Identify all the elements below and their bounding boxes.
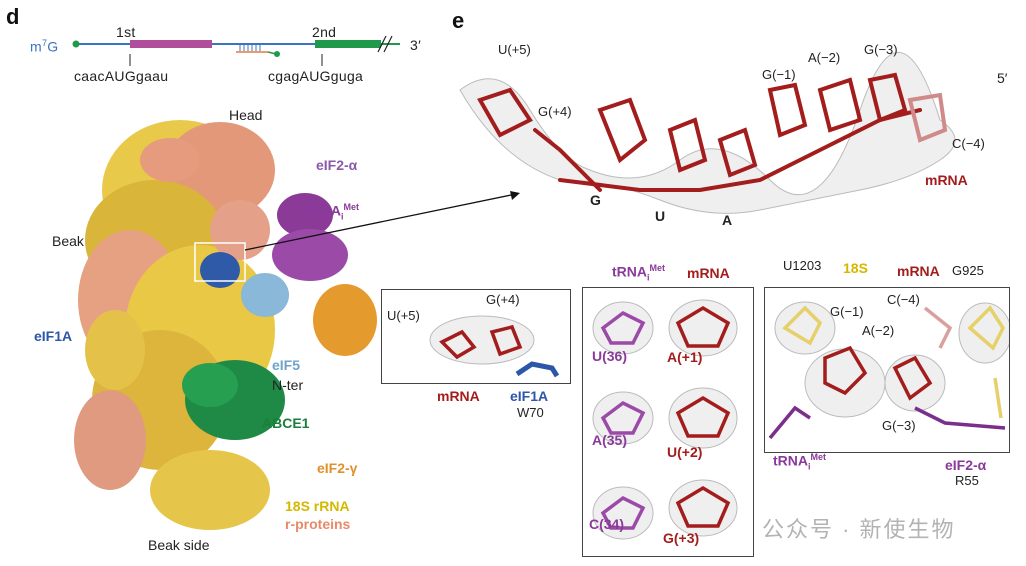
eif1a-detail-box bbox=[381, 289, 571, 384]
box2-up2-label: U(+2) bbox=[667, 444, 703, 460]
box2-a35-label: A(35) bbox=[592, 432, 628, 448]
eif2-alpha-label: eIF2-α bbox=[316, 157, 358, 173]
top-mrna-label: mRNA bbox=[925, 172, 968, 188]
watermark: 公众号 · 新使生物 bbox=[762, 517, 956, 542]
top-a-label: A bbox=[722, 212, 733, 228]
box3-mrna-label: mRNA bbox=[897, 263, 940, 279]
ribosome-structure-image bbox=[74, 120, 377, 530]
box2-mrna-label: mRNA bbox=[687, 265, 730, 281]
cap-dot-icon bbox=[72, 40, 80, 48]
top-g4-label: G(+4) bbox=[538, 104, 572, 119]
second-codon-label: 2nd bbox=[312, 24, 337, 40]
rrna-label: 18S rRNA bbox=[285, 498, 350, 514]
top-cm4-label: C(−4) bbox=[952, 136, 985, 151]
eif1a-density-image bbox=[429, 315, 560, 378]
box3-eif2a-label: eIF2-α bbox=[945, 457, 987, 473]
nter-label: N-ter bbox=[272, 377, 304, 393]
box3-gm3-label: G(−3) bbox=[882, 418, 916, 433]
three-prime-label: 3′ bbox=[410, 37, 422, 53]
trna-label: tRNAiMet bbox=[306, 202, 360, 222]
second-aug-segment bbox=[315, 40, 381, 48]
top-g-label: G bbox=[590, 192, 601, 208]
top-u5-label: U(+5) bbox=[498, 42, 531, 57]
eif5-label: eIF5 bbox=[272, 357, 301, 373]
box3-am2-label: A(−2) bbox=[862, 323, 895, 338]
panel-d-letter: d bbox=[6, 4, 20, 29]
mrna-schematic bbox=[72, 35, 400, 66]
eif1a-label: eIF1A bbox=[34, 328, 73, 344]
codon-anticodon-box bbox=[582, 287, 754, 557]
first-aug-sequence: caacAUGgaau bbox=[74, 68, 169, 84]
kozak-context-box bbox=[764, 287, 1010, 453]
box2-c34-label: C(34) bbox=[589, 516, 625, 532]
second-aug-sequence: cgagAUGguga bbox=[268, 68, 364, 84]
head-label: Head bbox=[229, 107, 263, 123]
box3-gm1-label: G(−1) bbox=[830, 304, 864, 319]
box2-u36-label: U(36) bbox=[592, 348, 628, 364]
first-codon-label: 1st bbox=[116, 24, 136, 40]
abce1-label: ABCE1 bbox=[262, 415, 310, 431]
box1-mrna-label: mRNA bbox=[437, 388, 480, 404]
box2-gp3-label: G(+3) bbox=[663, 530, 700, 546]
top-u-label: U bbox=[655, 208, 666, 224]
top-gm1-label: G(−1) bbox=[762, 67, 796, 82]
beak-side-label: Beak side bbox=[148, 537, 210, 553]
box2-ap1-label: A(+1) bbox=[667, 349, 703, 365]
box1-eif1a-label: eIF1A bbox=[510, 388, 549, 404]
box3-cm4-label: C(−4) bbox=[887, 292, 920, 307]
box3-trna-label: tRNAiMet bbox=[773, 452, 827, 472]
kozak-density-image bbox=[768, 301, 1009, 440]
box1-g4-label: G(+4) bbox=[486, 292, 520, 307]
box1-w70-label: W70 bbox=[517, 405, 544, 420]
zoom-arrow bbox=[244, 191, 520, 251]
top-am2-label: A(−2) bbox=[808, 50, 841, 65]
five-prime-label: 5′ bbox=[997, 70, 1008, 86]
box3-u1203-label: U1203 bbox=[783, 258, 822, 273]
mrna-density-image bbox=[459, 51, 956, 214]
box3-18s-label: 18S bbox=[843, 260, 868, 276]
top-gm3-label: G(−3) bbox=[864, 42, 898, 57]
box3-r55-label: R55 bbox=[955, 473, 979, 488]
box3-g925-label: G925 bbox=[952, 263, 984, 278]
r-proteins-label: r-proteins bbox=[285, 516, 351, 532]
first-aug-segment bbox=[130, 40, 212, 48]
beak-label: Beak bbox=[52, 233, 84, 249]
box1-u5-label: U(+5) bbox=[387, 308, 420, 323]
cap-label: m7G bbox=[30, 38, 59, 55]
box2-trna-label: tRNAiMet bbox=[612, 263, 666, 283]
eif2-gamma-label: eIF2-γ bbox=[317, 460, 358, 476]
codon-anticodon-density-image bbox=[592, 299, 738, 540]
panel-e-letter: e bbox=[452, 8, 465, 33]
